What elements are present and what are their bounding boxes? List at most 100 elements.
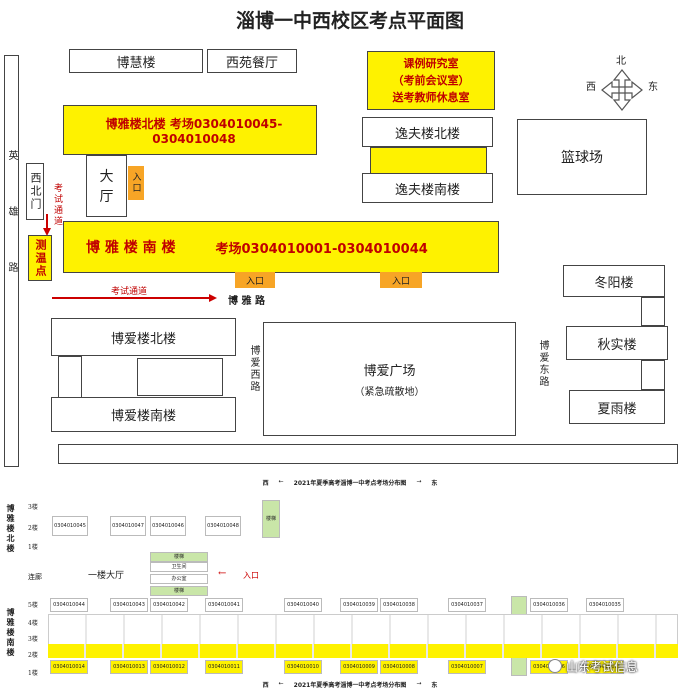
compass: 北 西 东 — [586, 52, 658, 114]
hall1-label: 一楼大厅 — [88, 571, 125, 581]
s1-room-6-num: 0304010009 — [343, 664, 375, 670]
entrance-south-2-label: 入口 — [391, 276, 410, 287]
s5-room-7: 0304010038 — [380, 598, 418, 612]
s1-room-2-num: 0304010013 — [113, 664, 145, 670]
watermark-text: 山东考试信息 — [566, 659, 639, 674]
boai-link-right — [137, 358, 223, 396]
hall-stairs-top: 楼梯 — [150, 552, 208, 562]
building-yifu-south: 逸夫楼南楼 — [362, 173, 493, 203]
boai-south-label: 博爱楼南楼 — [110, 409, 176, 424]
page-title: 淄博一中西校区考点平面图 — [235, 10, 464, 32]
qiushi-link — [641, 360, 665, 390]
n2-room-4: 0304010048 — [205, 516, 241, 536]
plaza-label-2: （紧急疏散地） — [354, 387, 425, 398]
footer-west: 西 — [262, 682, 269, 689]
n-stairs-label: 楼梯 — [265, 516, 276, 522]
footer-bar: 西 ← 2021年夏季高考淄博一中考点考场分布图 → 东 — [5, 680, 695, 690]
s5-room-4: 0304010041 — [205, 598, 243, 612]
header-west: 西 — [262, 480, 269, 487]
link-label: 连廊 — [28, 573, 42, 581]
dongyang-label: 冬阳楼 — [594, 275, 634, 291]
n2-room-3: 0304010046 — [150, 516, 186, 536]
n2-room-2-num: 0304010047 — [112, 523, 144, 529]
s5-room-8-num: 0304010037 — [451, 602, 483, 608]
s1-room-7-num: 0304010008 — [383, 664, 415, 670]
s1-room-4: 0304010011 — [205, 660, 243, 674]
gate-xibei: 西北门 — [26, 163, 44, 220]
s5-room-9-num: 0304010036 — [533, 602, 565, 608]
building-basketball: 篮球场 — [517, 119, 647, 195]
header-arrow-right-icon: → — [416, 478, 422, 485]
dongyang-link — [641, 297, 665, 326]
yifu-south-label: 逸夫楼南楼 — [394, 182, 460, 198]
yifu-north-label: 逸夫楼北楼 — [394, 126, 460, 142]
entrance-south-2[interactable]: 入口 — [380, 272, 422, 288]
s1-room-8-num: 0304010007 — [451, 664, 483, 670]
building-boai-north: 博爱楼北楼 — [51, 318, 236, 356]
s5-room-10-num: 0304010035 — [589, 602, 621, 608]
s5-room-6: 0304010039 — [340, 598, 378, 612]
s1-room-1-num: 0304010014 — [53, 664, 85, 670]
s5-room-10: 0304010035 — [586, 598, 624, 612]
s1-room-4-num: 0304010011 — [208, 664, 240, 670]
hall-wc-1: 卫生间 — [150, 562, 208, 572]
keli-label-2: （考前会议室） — [392, 74, 470, 87]
floor-s4: 4楼 — [28, 620, 38, 627]
s5-room-7-num: 0304010038 — [383, 602, 415, 608]
s5-room-4-num: 0304010041 — [208, 602, 240, 608]
floor-s5: 5楼 — [28, 602, 38, 609]
floor-s2: 2楼 — [28, 652, 38, 659]
n2-room-1-num: 0304010045 — [54, 523, 86, 529]
entrance-south-1[interactable]: 入口 — [235, 272, 275, 288]
basketball-label: 篮球场 — [561, 150, 603, 166]
header-text: 2021年夏季高考淄博一中考点考场分布图 — [293, 480, 407, 487]
hall-stairs-bottom-label: 楼梯 — [173, 588, 184, 594]
dating-label-1: 大 — [99, 169, 114, 185]
entrance-south-1-label: 入口 — [245, 276, 264, 287]
building-bohui: 博慧楼 — [69, 49, 203, 73]
boai-east-road-label: 博爱东路 — [537, 340, 548, 388]
building-xiyuan: 西苑餐厅 — [207, 49, 297, 73]
arrow-right-icon — [52, 294, 217, 302]
building-yifu-north: 逸夫楼北楼 — [362, 117, 493, 147]
footer-arrow-right-icon: → — [416, 680, 422, 687]
keli-label-3: 送考教师休息室 — [392, 91, 470, 104]
s1-room-10-num: 0304010015 — [589, 664, 621, 670]
gate-xibei-label: 西北门 — [29, 172, 42, 211]
hall-stairs-top-label: 楼梯 — [173, 554, 184, 560]
building-bohui-label: 博慧楼 — [116, 55, 156, 71]
watermark-logo-icon — [548, 659, 562, 673]
exam-path-vertical-label: 考试通道 — [52, 183, 62, 227]
dating-label-2: 厅 — [99, 189, 114, 205]
footer-text: 2021年夏季高考淄博一中考点考场分布图 — [293, 682, 407, 689]
building-boai-south: 博爱楼南楼 — [51, 397, 236, 432]
compass-west: 西 — [586, 82, 596, 93]
yifu-link — [370, 147, 487, 174]
south-strip — [58, 444, 678, 464]
s1-room-3-num: 0304010012 — [153, 664, 185, 670]
floor-n1: 1楼 — [28, 544, 38, 551]
header-bar: 西 ← 2021年夏季高考淄博一中考点考场分布图 → 东 — [5, 478, 695, 488]
distribution-table: 西 ← 2021年夏季高考淄博一中考点考场分布图 → 东 博雅楼北楼 3楼 2楼… — [0, 478, 700, 696]
boai-link-left — [58, 356, 82, 398]
building-dating: 大厅 — [86, 155, 127, 217]
n-stairs: 楼梯 — [262, 500, 280, 538]
boai-west-road-label: 博爱西路 — [248, 345, 259, 393]
hall-office: 办公室 — [150, 574, 208, 584]
temp-point-label: 测温点 — [34, 238, 47, 278]
compass-arrows-icon — [601, 69, 643, 111]
boya-road-label: 博 雅 路 — [228, 296, 265, 307]
floor-s1: 1楼 — [28, 670, 38, 677]
s1-room-5-num: 0304010010 — [287, 664, 319, 670]
watermark: 山东考试信息 — [548, 658, 638, 674]
compass-north: 北 — [616, 56, 626, 67]
exam-path-label: 考试通道 — [111, 287, 148, 297]
boya-north-label: 博雅楼北楼 考场0304010045-0304010048 — [105, 116, 283, 146]
entrance-dating-label: 入口 — [130, 172, 141, 194]
building-temp-point: 测温点 — [28, 235, 52, 281]
building-boya-north: 博雅楼北楼 考场0304010045-0304010048 — [63, 105, 317, 155]
arrow-down-icon — [43, 214, 51, 236]
s1-room-7: 0304010008 — [380, 660, 418, 674]
entrance-dating[interactable]: 入口 — [128, 166, 144, 200]
hall-wc-1-label: 卫生间 — [171, 564, 187, 570]
